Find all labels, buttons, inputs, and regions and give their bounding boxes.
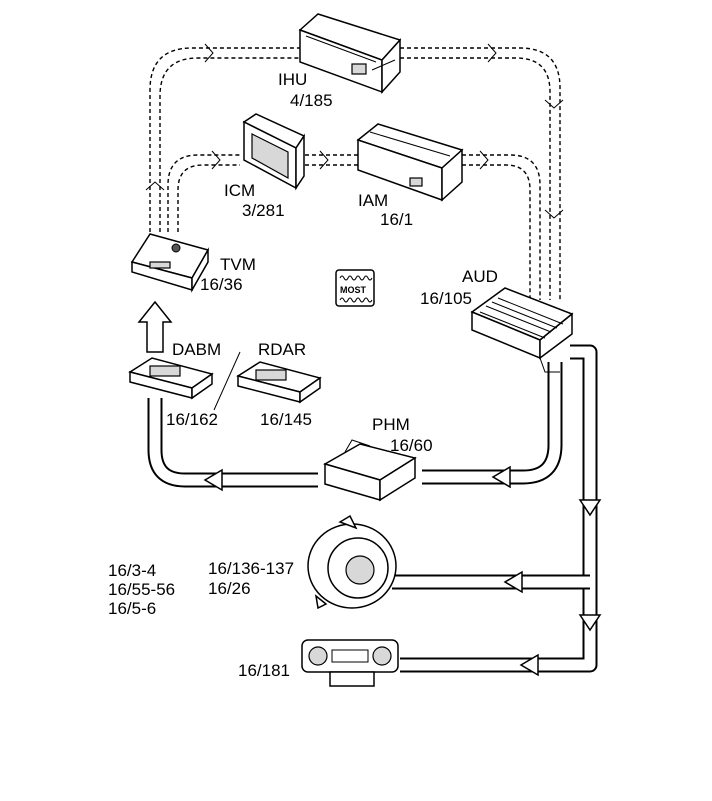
control-ref: 16/181 xyxy=(238,661,290,680)
speaker-group-3: 16/5-6 xyxy=(108,599,156,618)
speaker-group-2: 16/55-56 xyxy=(108,580,175,599)
audio-paths xyxy=(137,300,602,677)
most-link-tvm-icm xyxy=(167,154,240,232)
arrow-head-trunk-1 xyxy=(578,499,602,517)
ihu-ref: 4/185 xyxy=(290,91,333,110)
ring-arrow-1 xyxy=(204,43,214,63)
icm-label: ICM xyxy=(224,181,255,200)
most-link-ihu-aud xyxy=(400,47,561,300)
arrow-dabm-to-tvm xyxy=(137,300,173,353)
ihu-label: IHU xyxy=(278,70,307,89)
control-panel-unit xyxy=(301,639,399,687)
dabm-unit xyxy=(128,357,214,400)
labels: IHU 4/185 ICM 3/281 IAM 16/1 TVM 16/36 A… xyxy=(108,70,498,680)
iam-unit xyxy=(356,123,464,202)
most-ring xyxy=(145,43,564,300)
most-link-ihu-aud-inner xyxy=(400,57,551,300)
phm-label: PHM xyxy=(372,415,410,434)
ring-arrow-7 xyxy=(544,209,564,219)
ring-arrow-4 xyxy=(319,150,329,170)
ring-arrow-5 xyxy=(479,150,489,170)
phm-unit xyxy=(323,439,417,502)
speaker-ref-2: 16/26 xyxy=(208,579,251,598)
dabm-label: DABM xyxy=(172,340,221,359)
tvm-label: TVM xyxy=(220,255,256,274)
most-link-iam-aud-inner xyxy=(462,164,531,300)
ihu-unit xyxy=(298,13,402,94)
speaker-ref-1: 16/136-137 xyxy=(208,559,294,578)
iam-ref: 16/1 xyxy=(380,210,413,229)
ring-arrow-8 xyxy=(145,181,165,191)
tvm-unit xyxy=(130,233,210,293)
arrow-head-aud-phm xyxy=(491,465,511,489)
aud-unit xyxy=(470,287,574,373)
most-badge-label: MOST xyxy=(340,285,367,295)
icm-unit xyxy=(242,113,306,191)
arrow-head-trunk-2 xyxy=(578,614,602,632)
icm-ref: 3/281 xyxy=(242,201,285,220)
most-link-tvm-icm-inner xyxy=(177,164,240,232)
tvm-ref: 16/36 xyxy=(200,275,243,294)
most-link-tvm-ihu-inner xyxy=(159,57,300,232)
dabm-ref: 16/162 xyxy=(166,410,218,429)
arrow-head-dabm-phm xyxy=(203,468,223,492)
most-link-tvm-ihu xyxy=(149,47,300,232)
audio-path-aud-phm xyxy=(422,362,563,485)
rdar-ref: 16/145 xyxy=(260,410,312,429)
speaker-group-1: 16/3-4 xyxy=(108,561,156,580)
ring-arrow-2 xyxy=(487,43,497,63)
ring-arrow-6 xyxy=(544,99,564,109)
iam-label: IAM xyxy=(358,191,388,210)
speaker-unit xyxy=(307,514,397,610)
arrow-head-speaker xyxy=(503,570,523,594)
ring-arrow-3 xyxy=(211,150,221,170)
aud-label: AUD xyxy=(462,267,498,286)
most-bus-icon: MOST xyxy=(335,269,375,307)
phm-ref: 16/60 xyxy=(390,436,433,455)
arrow-head-control xyxy=(519,653,539,677)
aud-ref: 16/105 xyxy=(420,289,472,308)
rdar-label: RDAR xyxy=(258,340,306,359)
most-link-iam-aud xyxy=(462,154,541,300)
rdar-unit xyxy=(236,361,322,404)
dabm-rdar-leader xyxy=(213,351,241,411)
